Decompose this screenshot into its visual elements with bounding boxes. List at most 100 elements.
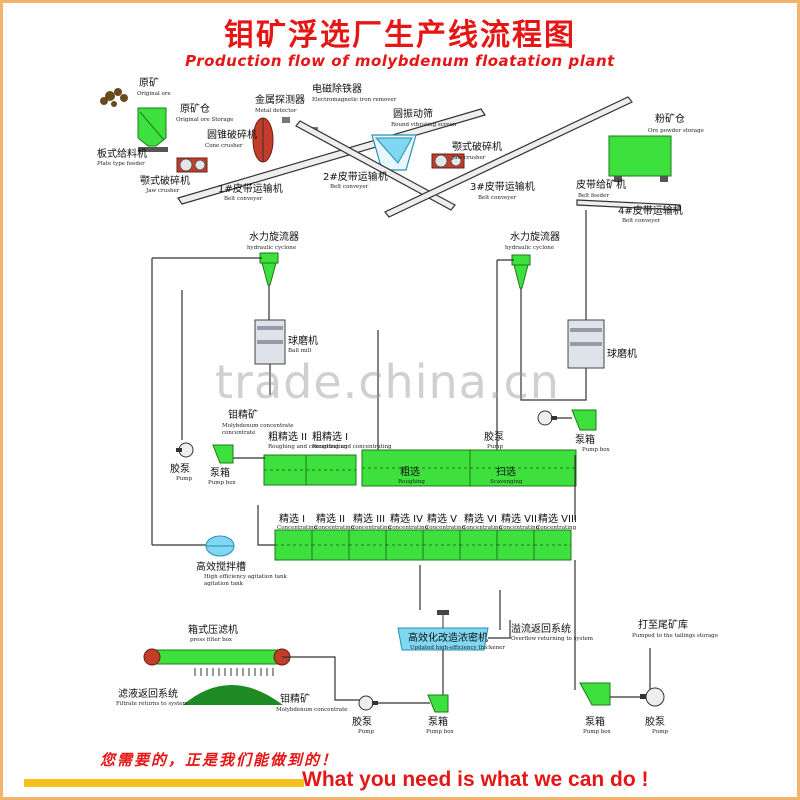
cone-crusher xyxy=(252,117,274,163)
cleaning-stage-label: 精选 VIII xyxy=(538,512,577,525)
raw-ore-en: Original ore xyxy=(137,91,171,97)
belt-3-en: Belt conveyer xyxy=(478,195,517,201)
belt-conveyor-4 xyxy=(576,199,681,211)
pumpbox-left-en: Pump box xyxy=(208,480,237,486)
slogan-bar xyxy=(24,779,304,787)
pumpbox-right-en: Pump box xyxy=(582,447,611,453)
cleaning-stage-label: 精选 IV xyxy=(390,512,423,525)
jaw-crusher-2 xyxy=(431,153,465,169)
belt-1-en: Belt conveyer xyxy=(224,196,263,202)
pipe-mill2 xyxy=(520,288,587,401)
ball-mill-1 xyxy=(254,319,286,365)
tailings-label: 打至尾矿库 xyxy=(638,618,688,631)
belt-2-en: Belt conveyer xyxy=(330,184,369,190)
title-chinese: 钼矿浮选厂生产线流程图 xyxy=(224,18,576,53)
ore-bin xyxy=(137,107,167,147)
title-english: Production flow of molybdenum floatation… xyxy=(185,52,615,70)
hydraulic-cyclone-1 xyxy=(259,252,279,286)
plate-feeder-en: Plate type feeder xyxy=(97,161,145,167)
cleaning-stage-en: Concentrating xyxy=(499,525,540,531)
cleaning-stage-en: Concentrating xyxy=(536,525,577,531)
cleaning-stage-en: Concentrating xyxy=(388,525,429,531)
ore-bin-en: Original ore Storage xyxy=(176,117,233,123)
pipe-pump-b1 xyxy=(378,650,444,704)
pump-right-en: Pump xyxy=(487,444,503,450)
belt-feeder-label: 皮带给矿机 xyxy=(576,178,626,191)
pump-b2-en: Pump xyxy=(652,729,668,735)
pump-b2 xyxy=(640,687,665,707)
filter-drips xyxy=(194,668,274,676)
mo-concentrate-bottom-en: Molybdenum concentrate xyxy=(276,707,348,713)
pipe-cyclone1-return xyxy=(151,257,262,545)
cleaning-stage-en: Concentrating xyxy=(425,525,466,531)
watermark: trade.china.cn xyxy=(215,355,560,409)
rough-1-label: 粗精选 I xyxy=(312,430,348,443)
pump-b1-label: 胶泵 xyxy=(352,715,372,728)
jaw-crusher-1-label: 颚式破碎机 xyxy=(140,174,190,187)
overflow-en: Overflow returning to system xyxy=(511,636,594,642)
roughing-label: 粗选 xyxy=(400,465,420,478)
pipe-mill1 xyxy=(268,285,271,395)
mo-concentrate-top-en2: concentrate xyxy=(222,430,255,436)
belt-feeder-en: Belt feeder xyxy=(578,193,609,199)
cyclone-1-en: hydraulic cyclone xyxy=(247,245,296,251)
cleaning-stage-en: Concentrating xyxy=(277,525,318,531)
mo-concentrate-bottom-label: 钼精矿 xyxy=(280,692,310,705)
raw-ore-icon xyxy=(100,88,128,107)
pumpbox-b1-label: 泵箱 xyxy=(428,715,448,728)
pump-left-label: 胶泵 xyxy=(170,462,190,475)
thickener-en: Updated high-efficiency thickener xyxy=(410,645,505,651)
jaw-crusher-2-label: 颚式破碎机 xyxy=(452,140,502,153)
cleaning-stage-label: 精选 VI xyxy=(464,512,497,525)
scavenging-en: Scavenging xyxy=(490,479,523,485)
belt-2-label: 2#皮带运输机 xyxy=(323,170,388,183)
pipe-rough xyxy=(233,455,576,520)
agitation-tank-label: 高效搅拌槽 xyxy=(196,560,246,573)
pumpbox-right-label: 泵箱 xyxy=(575,433,595,446)
pipe-agitation xyxy=(152,505,275,546)
belt-conveyor-3 xyxy=(384,96,633,218)
pumpbox-b1-en: Pump box xyxy=(426,729,455,735)
rough-2-en: Roughing and concentrating xyxy=(268,444,348,450)
powder-bin-label: 粉矿仓 xyxy=(655,112,685,125)
pumpbox-b2 xyxy=(579,682,611,706)
pump-b2-label: 胶泵 xyxy=(645,715,665,728)
cyclone-2-label: 水力旋流器 xyxy=(510,230,560,243)
vibrating-screen-label: 圆振动筛 xyxy=(393,107,433,120)
cleaning-stage-label: 精选 I xyxy=(279,512,305,525)
pipe-to-thickener xyxy=(419,560,576,690)
thickener xyxy=(397,610,489,651)
cyclone-2-en: hydraulic cyclone xyxy=(505,245,554,251)
cleaning-stage-en: Concentrating xyxy=(314,525,355,531)
pipe-overflow xyxy=(488,620,511,639)
pumpbox-left-label: 泵箱 xyxy=(210,466,230,479)
tailings-en: Pumped to the tailings storage xyxy=(632,633,718,639)
vibrating-screen-en: Round vibrating screen xyxy=(391,122,457,128)
iron-remover-en: Electromagnetic iron remover xyxy=(312,97,397,103)
plate-feeder-label: 板式给料机 xyxy=(97,147,147,160)
pumpbox-b2-en: Pump box xyxy=(583,729,612,735)
cleaning-stage-label: 精选 II xyxy=(316,512,345,525)
pump-left-en: Pump xyxy=(176,476,192,482)
roughing-en: Roughing xyxy=(398,479,425,485)
hydraulic-cyclone-2 xyxy=(511,254,531,289)
raw-ore-label: 原矿 xyxy=(139,76,159,89)
metal-detector-en: Metal detector xyxy=(255,108,297,114)
cleaning-stage-label: 精选 III xyxy=(353,512,385,525)
ore-bin-label: 原矿仓 xyxy=(180,102,210,115)
powder-bin-leg-right xyxy=(660,176,668,182)
ball-mill-1-label: 球磨机 xyxy=(288,334,318,347)
cleaning-stage-en: Concentrating xyxy=(351,525,392,531)
iron-remover-label: 电磁除铁器 xyxy=(312,82,362,95)
pumpbox-b1 xyxy=(427,694,449,713)
cone-crusher-label: 圆锥破碎机 xyxy=(207,128,257,141)
scavenging-label: 扫选 xyxy=(496,465,516,478)
jaw-crusher-1 xyxy=(176,157,208,173)
vibrating-screen-hopper xyxy=(374,137,413,164)
metal-detector-label: 金属探测器 xyxy=(255,93,305,106)
pumpbox-left xyxy=(212,444,234,464)
metal-detector-icon xyxy=(282,117,290,123)
jaw-crusher-1-en: Jaw crusher xyxy=(145,188,180,194)
